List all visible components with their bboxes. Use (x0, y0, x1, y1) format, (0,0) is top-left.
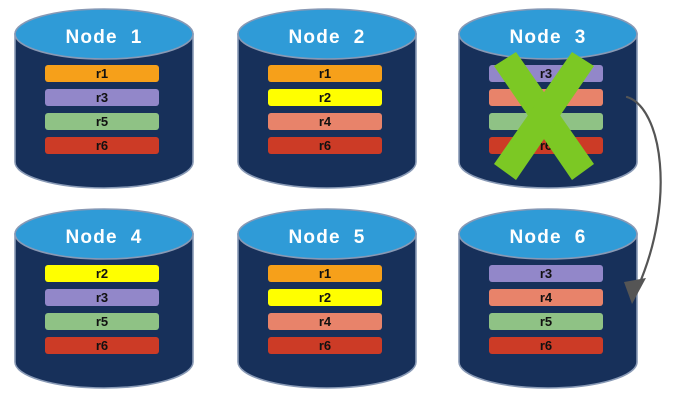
cylinder-top-ellipse (14, 208, 194, 260)
cylinder-top-ellipse (458, 8, 638, 60)
record-bar[interactable]: r6 (489, 137, 603, 154)
cylinder-top-ellipse (458, 208, 638, 260)
record-bar[interactable]: r6 (45, 337, 159, 354)
cylinder-top-ellipse (237, 208, 417, 260)
record-bar[interactable]: r2 (45, 265, 159, 282)
record-bar[interactable]: r3 (489, 265, 603, 282)
record-bar[interactable]: r3 (45, 89, 159, 106)
record-bar[interactable]: r4 (268, 313, 382, 330)
record-bar[interactable]: r1 (45, 65, 159, 82)
record-bar[interactable]: r1 (268, 65, 382, 82)
record-bar[interactable]: r6 (268, 337, 382, 354)
record-bar[interactable]: r4 (268, 113, 382, 130)
record-bar[interactable]: r5 (489, 113, 603, 130)
record-bar[interactable]: r6 (268, 137, 382, 154)
record-bar[interactable]: r5 (45, 313, 159, 330)
record-bar[interactable]: r3 (45, 289, 159, 306)
record-bar[interactable]: r1 (268, 265, 382, 282)
record-list: r2 r3 r5 r6 (45, 265, 159, 354)
record-bar[interactable]: r3 (489, 65, 603, 82)
cylinder-top-ellipse (237, 8, 417, 60)
record-bar[interactable]: r2 (268, 289, 382, 306)
record-list: r1 r2 r4 r6 (268, 265, 382, 354)
record-bar[interactable]: r5 (489, 313, 603, 330)
record-bar[interactable]: r4 (489, 289, 603, 306)
record-bar[interactable]: r4 (489, 89, 603, 106)
record-list: r1 r2 r4 r6 (268, 65, 382, 154)
record-list: r3 r4 r5 r6 (489, 65, 603, 154)
record-bar[interactable]: r5 (45, 113, 159, 130)
cylinder-top-ellipse (14, 8, 194, 60)
record-bar[interactable]: r2 (268, 89, 382, 106)
record-bar[interactable]: r6 (489, 337, 603, 354)
record-list: r3 r4 r5 r6 (489, 265, 603, 354)
record-list: r1 r3 r5 r6 (45, 65, 159, 154)
record-bar[interactable]: r6 (45, 137, 159, 154)
